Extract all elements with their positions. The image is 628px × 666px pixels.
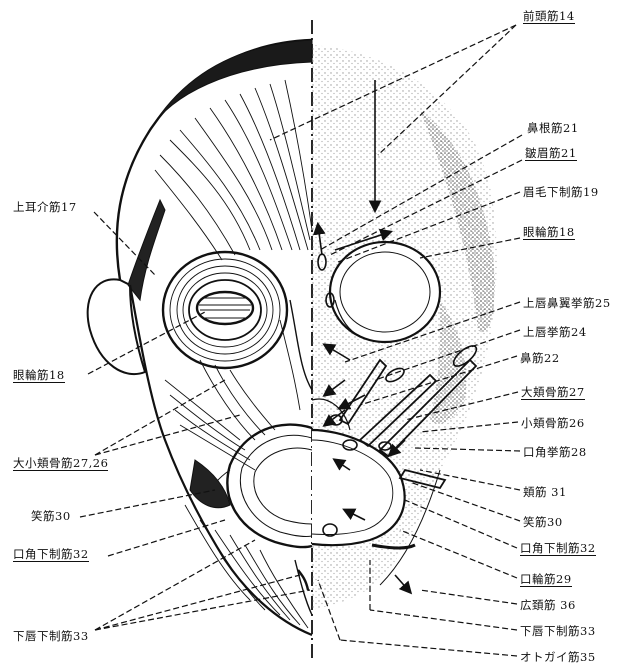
label-zygomaticus-major-minor: 大小頬骨筋27,26: [13, 456, 108, 471]
label-depressor-anguli-left: 口角下制筋32: [13, 547, 89, 562]
label-corrugator: 皺眉筋21: [525, 146, 577, 161]
label-platysma: 広頚筋 36: [520, 598, 576, 612]
label-procerus: 鼻根筋21: [527, 121, 579, 135]
label-frontalis: 前頭筋14: [523, 9, 575, 24]
cheek-fibers: [165, 360, 275, 470]
frontalis-fibers: [155, 80, 312, 260]
label-orbicularis-oculi-right: 眼輪筋18: [523, 225, 575, 240]
label-levator-anguli-oris: 口角挙筋28: [523, 445, 587, 459]
right-orbit: [330, 242, 440, 342]
label-depressor-supercilii: 眉毛下制筋19: [523, 185, 599, 199]
label-zygomaticus-minor: 小頬骨筋26: [521, 416, 585, 430]
label-mentalis: オトガイ筋35: [520, 650, 596, 664]
label-zygomaticus-major: 大頬骨筋27: [521, 385, 585, 400]
label-auricularis-superior: 上耳介筋17: [13, 200, 77, 214]
label-risorius-right: 笑筋30: [523, 515, 563, 529]
label-levator-labii: 上唇挙筋24: [523, 325, 587, 339]
label-depressor-anguli-right: 口角下制筋32: [520, 541, 596, 556]
label-orbicularis-oculi-left: 眼輪筋18: [13, 368, 65, 383]
label-nasalis: 鼻筋22: [520, 351, 560, 365]
left-eye-rings: [163, 252, 287, 368]
label-levator-labii-alaeque: 上唇鼻翼挙筋25: [523, 296, 611, 310]
left-half-muscles: [88, 40, 312, 635]
label-orbicularis-oris: 口輪筋29: [520, 572, 572, 587]
label-depressor-labii-left: 下唇下制筋33: [13, 629, 89, 643]
label-buccinator: 頬筋 31: [523, 485, 567, 499]
label-depressor-labii-right: 下唇下制筋33: [520, 624, 596, 638]
label-risorius-left: 笑筋30: [31, 509, 71, 523]
